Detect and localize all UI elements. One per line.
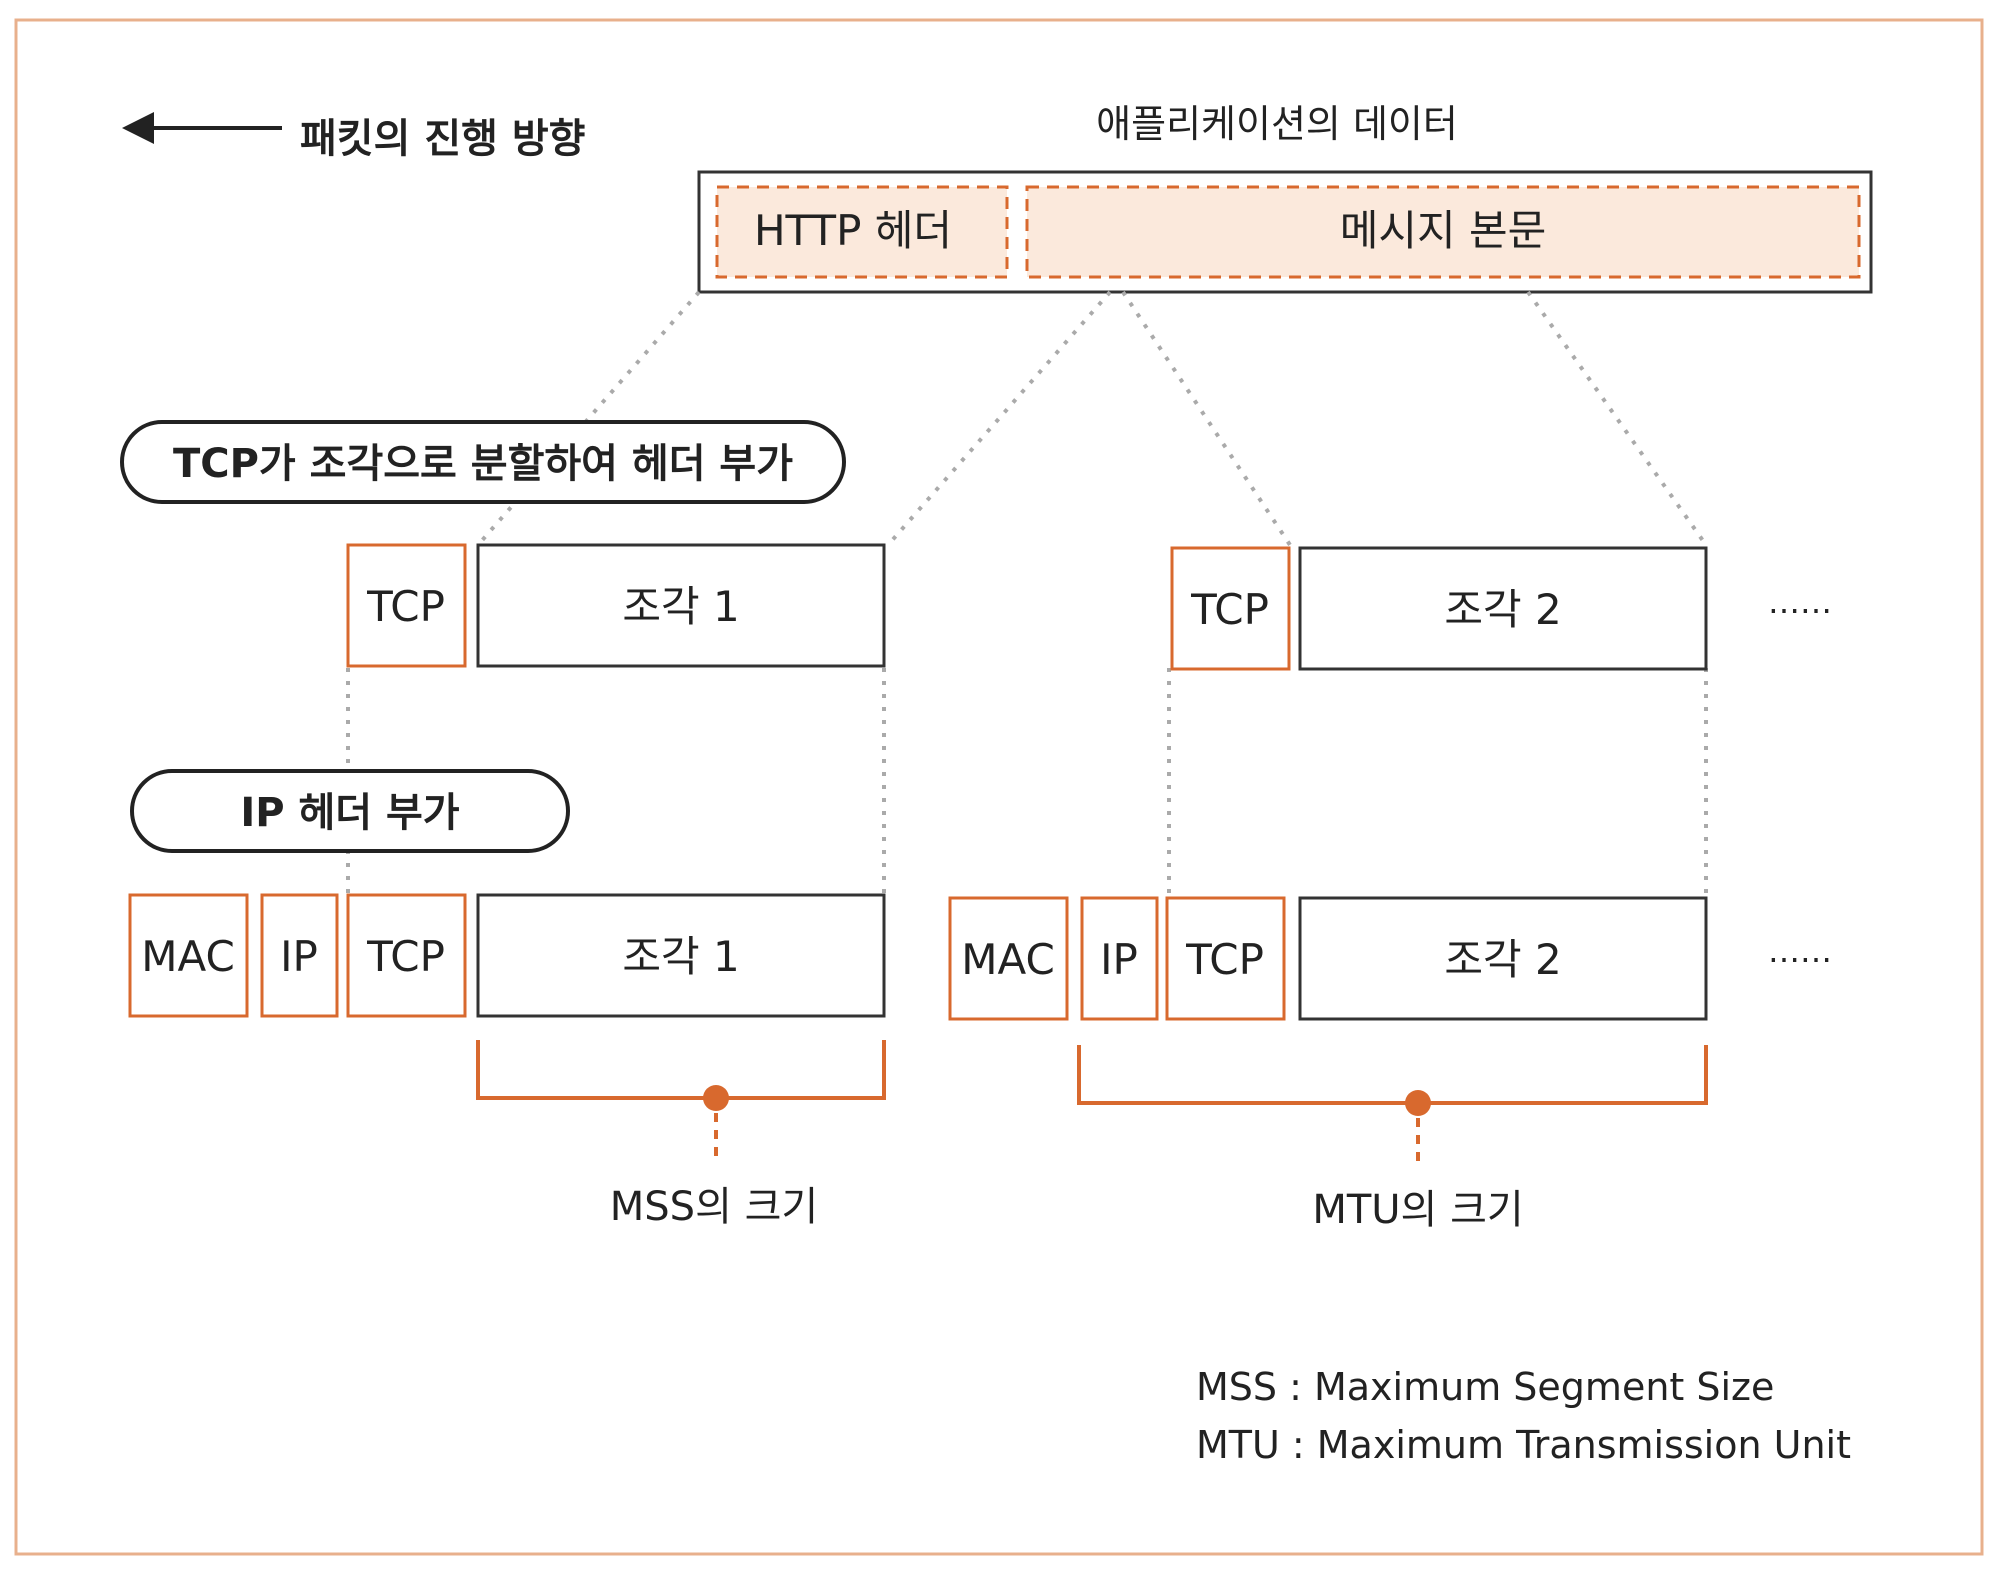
fragment-1-box (476, 543, 886, 668)
ip-header-label: IP (280, 932, 318, 981)
mac-header-label: MAC (141, 932, 235, 981)
continuation-ellipsis: …… (1768, 583, 1832, 621)
legend-mss: MSS : Maximum Segment Size (1196, 1365, 1774, 1409)
tcp-header-box (1165, 896, 1286, 1021)
fragment-2-label: 조각 2 (1444, 585, 1561, 634)
left-arrow-icon (122, 112, 282, 144)
app-data-title: 애플리케이션의 데이터 (1096, 102, 1458, 146)
mac-header-box (128, 893, 249, 1018)
tcp-split-step-pill (120, 420, 846, 504)
fragment-1-label: 조각 1 (622, 932, 739, 981)
http-header-box (715, 185, 1009, 279)
tcp-header-box (1170, 546, 1291, 671)
tcp-header-box (346, 893, 467, 1018)
direction-label: 패킷의 진행 방향 (300, 116, 585, 162)
http-header-label: HTTP 헤더 (754, 206, 952, 255)
tcp-header-label: TCP (1190, 585, 1269, 634)
connector-lines (346, 290, 1708, 898)
continuation-ellipsis: …… (1768, 932, 1832, 970)
ip-header-label: IP (1100, 935, 1138, 984)
ip-add-step-label: IP 헤더 부가 (240, 790, 459, 836)
tcp-header-label: TCP (1185, 935, 1264, 984)
tcp-split-step-label: TCP가 조각으로 분할하여 헤더 부가 (173, 441, 793, 487)
ip-header-box (260, 893, 339, 1018)
fragment-2-label: 조각 2 (1444, 935, 1561, 984)
fragment-1-label: 조각 1 (622, 582, 739, 631)
mss-size-label: MSS의 크기 (610, 1184, 818, 1230)
outer-frame (14, 18, 1984, 1556)
fragment-1-box (476, 893, 886, 1018)
ip-header-box (1080, 896, 1159, 1021)
tcp-header-box (346, 543, 467, 668)
tcp-header-label: TCP (366, 932, 445, 981)
mac-header-box (948, 896, 1069, 1021)
fragment-2-box (1298, 546, 1708, 671)
fragment-2-box (1298, 896, 1708, 1021)
legend-mtu: MTU : Maximum Transmission Unit (1196, 1423, 1851, 1467)
message-body-label: 메시지 본문 (1340, 206, 1547, 255)
ip-add-step-pill (130, 769, 570, 853)
mac-header-label: MAC (961, 935, 1055, 984)
mss-bracket (476, 1040, 886, 1162)
message-body-box (1025, 185, 1861, 279)
mtu-bracket (1077, 1045, 1708, 1167)
tcp-header-label: TCP (366, 582, 445, 631)
mtu-size-label: MTU의 크기 (1312, 1187, 1523, 1233)
